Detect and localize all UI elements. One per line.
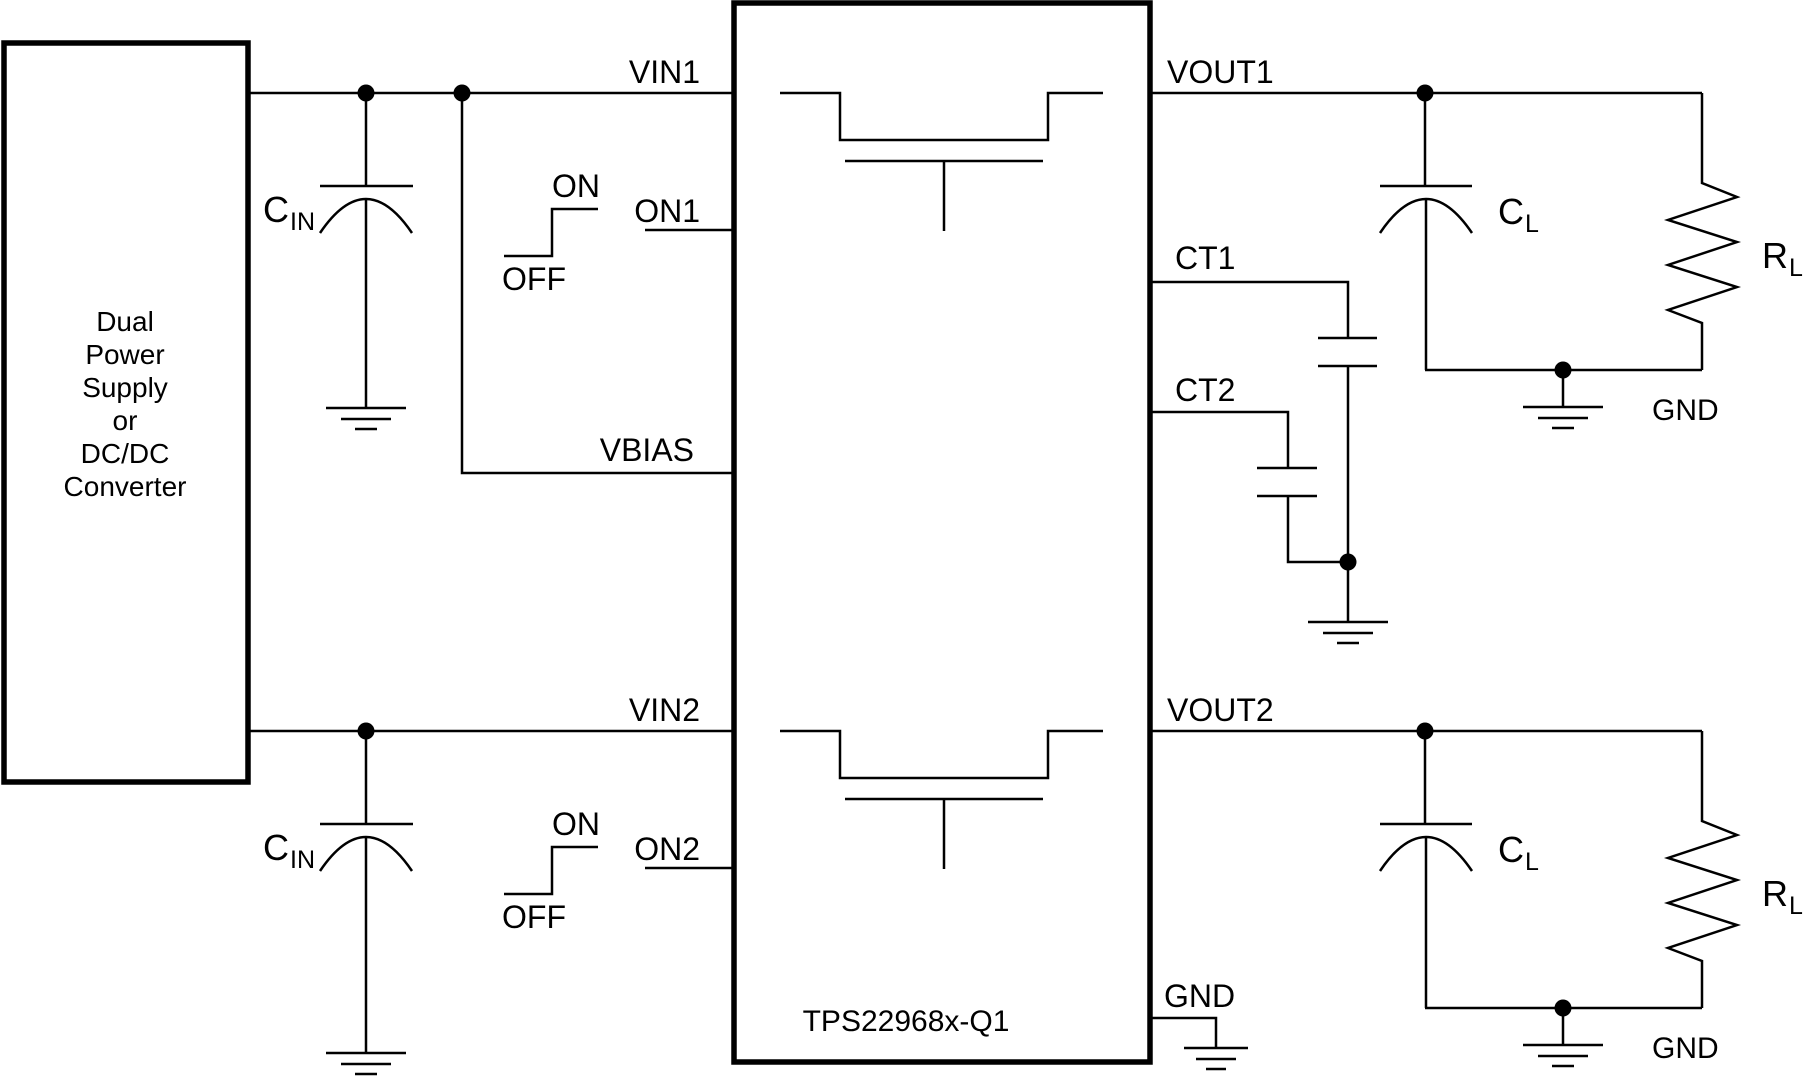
pin-label-vbias: VBIAS <box>600 432 694 468</box>
pin-label-ct1: CT1 <box>1175 240 1235 276</box>
gnd-label-load2: GND <box>1652 1032 1719 1065</box>
pin-label-on1: ON1 <box>634 193 700 229</box>
on-label2: ON <box>552 806 600 842</box>
ground-symbol <box>1308 562 1388 645</box>
off-label2: OFF <box>502 899 566 935</box>
pin-label-vout1: VOUT1 <box>1167 54 1274 90</box>
on-off-step1-icon <box>504 207 598 258</box>
rl2-label: R <box>1762 873 1788 914</box>
rl2-resistor <box>1663 731 1742 1008</box>
ic-outline <box>731 0 1153 1065</box>
cl1-label: C <box>1498 191 1524 232</box>
pin-label-vin2: VIN2 <box>629 692 700 728</box>
ground-symbol <box>1523 370 1603 430</box>
cin2-label-sub: IN <box>290 846 315 874</box>
ct1-capacitor <box>1318 336 1377 562</box>
cin2-label: C <box>263 827 289 868</box>
ic-part-number: TPS22968x-Q1 <box>803 1005 1010 1038</box>
pin-label-ct2: CT2 <box>1175 372 1235 408</box>
supply-label-line3: Supply <box>82 372 168 403</box>
rl2-label-sub: L <box>1789 892 1803 920</box>
ground-symbol <box>326 1051 406 1076</box>
cin1-label-sub: IN <box>290 208 315 236</box>
supply-label-line6: Converter <box>64 471 187 502</box>
cl1-capacitor <box>1378 93 1474 370</box>
supply-label-line5: DC/DC <box>81 438 170 469</box>
pin-label-vout2: VOUT2 <box>1167 692 1274 728</box>
cin1-capacitor <box>318 93 414 408</box>
vbias-wire <box>460 93 734 475</box>
ct1-wire <box>1150 280 1350 338</box>
cl2-label: C <box>1498 829 1524 870</box>
rl1-resistor <box>1663 93 1742 370</box>
rl1-label: R <box>1762 235 1788 276</box>
pin-label-on2: ON2 <box>634 831 700 867</box>
rl1-label-sub: L <box>1789 254 1803 282</box>
ground-symbol <box>326 406 406 431</box>
cl1-label-sub: L <box>1525 210 1539 238</box>
cl2-capacitor <box>1378 731 1474 1008</box>
power-supply-box <box>1 40 251 785</box>
pin-label-vin1: VIN1 <box>629 54 700 90</box>
mosfet1-symbol <box>780 91 1103 231</box>
gnd-label-load1: GND <box>1652 394 1719 427</box>
supply-label-line1: Dual <box>96 306 154 337</box>
mosfet2-symbol <box>780 729 1103 869</box>
gnd-pin-wire <box>1150 1016 1218 1048</box>
on-off-step2-icon <box>504 845 598 896</box>
ct2-wire <box>1150 410 1290 468</box>
pin-label-gnd: GND <box>1164 978 1235 1014</box>
cin1-label: C <box>263 189 289 230</box>
ground-symbol <box>1184 1046 1248 1071</box>
off-label1: OFF <box>502 261 566 297</box>
on-label1: ON <box>552 168 600 204</box>
supply-label-line4: or <box>113 405 138 436</box>
supply-label-line2: Power <box>85 339 164 370</box>
ground-symbol <box>1523 1008 1603 1068</box>
cl2-label-sub: L <box>1525 848 1539 876</box>
cin2-capacitor <box>318 731 414 1053</box>
ct2-capacitor <box>1257 466 1348 564</box>
